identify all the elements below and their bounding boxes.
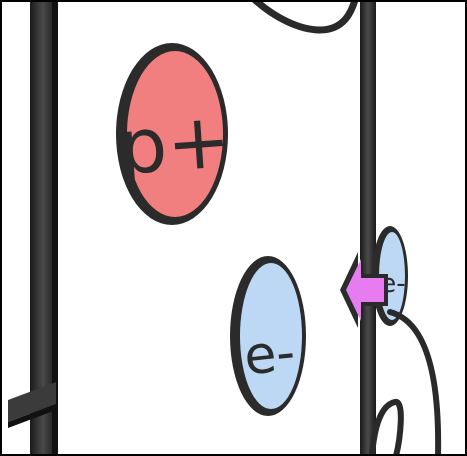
proton-label: p+	[116, 95, 234, 192]
right-wire-bar	[360, 0, 376, 456]
electron-left-label: e-	[241, 322, 298, 387]
electron-left: e-	[230, 256, 306, 416]
